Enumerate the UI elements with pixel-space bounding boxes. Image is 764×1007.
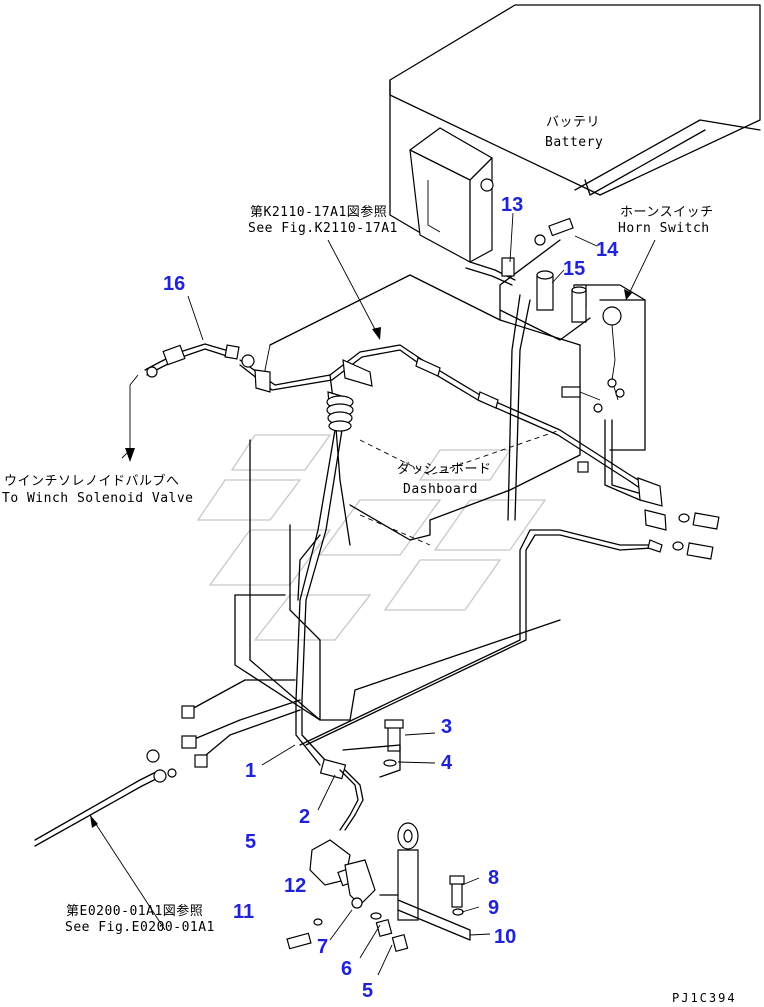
grommet (297, 395, 354, 601)
callout-16: 16 (163, 273, 185, 295)
dashboard-label-jp: ダッシュボード (397, 462, 492, 477)
callout-2: 2 (299, 806, 310, 828)
callout-12: 12 (284, 875, 306, 897)
left-leads: 第E0200-01A1図参照 See Fig.E0200-01A1 (34, 679, 301, 935)
drawing-code: PJ1C394 (672, 991, 737, 1005)
winch-harness: ウインチソレノイドバルブへ To Winch Solenoid Valve (2, 343, 255, 506)
callout-4: 4 (441, 752, 453, 774)
callout-7: 7 (317, 936, 328, 958)
callout-14: 14 (596, 239, 619, 261)
horn-switch-label-jp: ホーンスイッチ (620, 205, 714, 220)
callout-10: 10 (494, 926, 516, 948)
lower-hardware (286, 719, 471, 953)
upper-hardware (499, 217, 603, 413)
ref-k2110-label-jp: 第K2110-17A1図参照 (250, 204, 387, 220)
ref-k2110-label-en: See Fig.K2110-17A1 (248, 221, 398, 236)
right-hardware (577, 461, 720, 560)
battery: バッテリ Battery (389, 4, 761, 263)
callout-6: 6 (341, 958, 352, 980)
ref-e0200-label-jp: 第E0200-01A1図参照 (66, 903, 203, 919)
dashboard: ダッシュボード Dashboard (234, 239, 581, 721)
horn-switch-label-en: Horn Switch (618, 221, 710, 236)
callout-1: 1 (245, 760, 256, 782)
callout-3: 3 (441, 716, 452, 738)
battery-label-jp: バッテリ (546, 115, 600, 130)
dashboard-label-en: Dashboard (403, 482, 478, 497)
winch-label-en: To Winch Solenoid Valve (2, 491, 194, 506)
wiring-harness (239, 261, 667, 766)
winch-label-jp: ウインチソレノイドバルブへ (4, 473, 180, 489)
callout-8: 8 (488, 867, 499, 889)
leader-lines (187, 212, 598, 976)
horn-switch-bracket: ホーンスイッチ Horn Switch (573, 205, 714, 501)
callout-5-lower: 5 (362, 980, 373, 1002)
ref-k2110: 第K2110-17A1図参照 See Fig.K2110-17A1 (248, 204, 398, 340)
callout-15: 15 (563, 258, 585, 280)
callout-9: 9 (488, 897, 499, 919)
ref-e0200-label-en: See Fig.E0200-01A1 (65, 920, 215, 935)
callout-13: 13 (501, 194, 523, 216)
battery-label-en: Battery (545, 135, 603, 150)
callout-5-upper: 5 (245, 831, 256, 853)
callout-11: 11 (233, 901, 254, 923)
callout-numbers: 1 2 3 4 5 5 6 7 8 9 10 11 12 13 14 15 16 (163, 194, 619, 1002)
